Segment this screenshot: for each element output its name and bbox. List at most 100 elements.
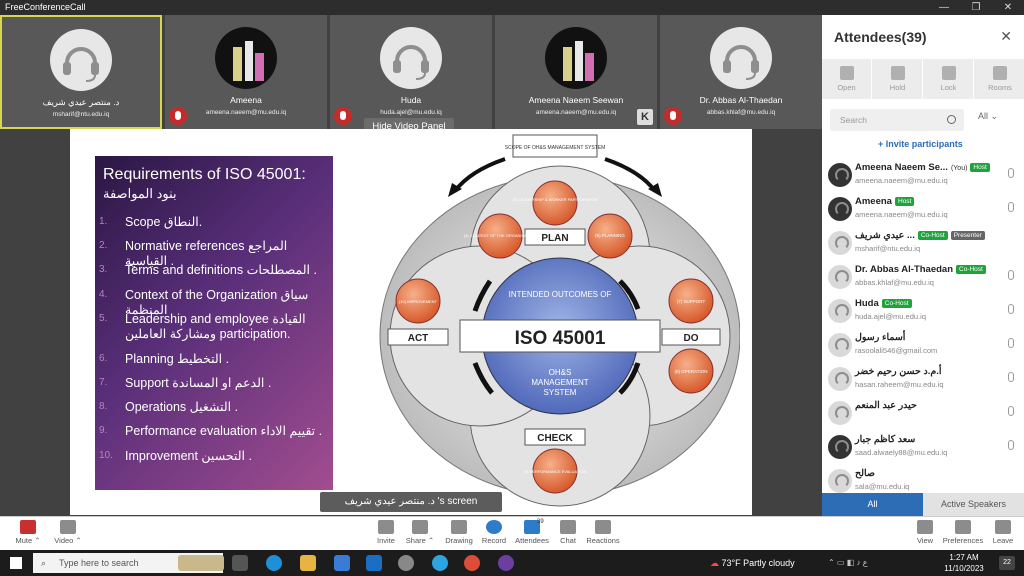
- edge-icon[interactable]: [266, 555, 282, 571]
- share-button[interactable]: Share ⌃: [398, 520, 442, 545]
- weather-widget[interactable]: ☁ 73°F Partly cloudy: [710, 558, 795, 568]
- lock-button[interactable]: Lock: [924, 59, 974, 99]
- list-item[interactable]: أسماء رسول rasoolali546@gmail.com: [826, 329, 1022, 363]
- attendee-tabs: All Active Speakers: [822, 493, 1024, 516]
- view-button[interactable]: View: [903, 520, 947, 545]
- microphone-icon[interactable]: [1008, 270, 1014, 280]
- tab-all[interactable]: All: [822, 493, 923, 516]
- restore-icon[interactable]: ❐: [971, 2, 981, 13]
- list-item: 9.Performance evaluation تقييم الاداء .: [99, 424, 323, 439]
- microphone-icon[interactable]: [1008, 372, 1014, 382]
- list-item[interactable]: Ameena Naeem Se...(You)Host ameena.naeem…: [826, 159, 1022, 193]
- close-window-icon[interactable]: ✕: [1003, 2, 1013, 13]
- search-icon: [947, 115, 956, 124]
- requirements-panel: Requirements of ISO 45001: بنود المواصفة…: [95, 156, 333, 490]
- status-badge: Co-Host: [956, 265, 986, 274]
- view-icon: [917, 520, 933, 534]
- hold-button[interactable]: Hold: [873, 59, 923, 99]
- search-icon: ⌕: [41, 558, 47, 568]
- pdca-diagram: ISO 45001 INTENDED OUTCOMES OF OH&S MANA…: [379, 134, 740, 507]
- lock-icon: [941, 66, 956, 80]
- svg-text:(5) LEADERSHIP & WORKER PARTIC: (5) LEADERSHIP & WORKER PARTICIPATION: [513, 197, 598, 202]
- avatar: [828, 231, 852, 255]
- mail-icon[interactable]: [366, 555, 382, 571]
- file-explorer-icon[interactable]: [300, 555, 316, 571]
- leave-button[interactable]: Leave: [981, 520, 1024, 545]
- close-icon[interactable]: ✕: [1000, 28, 1012, 44]
- task-view-icon[interactable]: [232, 555, 248, 571]
- reactions-button[interactable]: Reactions: [581, 520, 625, 545]
- windows-start-icon[interactable]: [10, 557, 22, 569]
- search-input[interactable]: Search: [830, 109, 964, 131]
- list-item: 10.Improvement التحسين .: [99, 448, 252, 463]
- muted-mic-icon: [664, 107, 682, 125]
- preferences-button[interactable]: Preferences: [941, 520, 985, 545]
- video-tile[interactable]: د. منتصر عيدي شريف msharif@ntu.edu.iq: [0, 15, 162, 129]
- minimize-icon[interactable]: —: [939, 2, 949, 13]
- media-player-icon[interactable]: [498, 555, 514, 571]
- notification-badge[interactable]: 22: [999, 556, 1015, 570]
- profile-photo: [215, 27, 277, 89]
- drawing-button[interactable]: Drawing: [437, 520, 481, 545]
- list-item: 2.Normative references المراجع القياسية …: [99, 239, 288, 269]
- tile-name: د. منتصر عيدي شريف: [42, 97, 120, 107]
- svg-text:MANAGEMENT: MANAGEMENT: [531, 378, 588, 387]
- status-badge: Host: [970, 163, 990, 172]
- svg-text:PLAN: PLAN: [541, 233, 568, 244]
- invite-button[interactable]: Invite: [364, 520, 408, 545]
- gear-icon: [955, 520, 971, 534]
- video-button[interactable]: Video ⌃: [46, 520, 90, 545]
- chat-button[interactable]: Chat: [546, 520, 590, 545]
- list-item[interactable]: أ.م.د حسن رحيم خضر hasan.raheem@mu.edu.i…: [826, 363, 1022, 397]
- headset-avatar-icon: [710, 27, 772, 89]
- system-tray-icons[interactable]: ⌃ ▭ ◧ ♪ ع: [828, 558, 868, 567]
- status-badge: Co-Host: [881, 299, 912, 308]
- list-item[interactable]: صالح sala@mu.edu.iq: [826, 465, 1022, 493]
- rooms-button[interactable]: Rooms: [975, 59, 1024, 99]
- screen-share-caption: د. منتصر عيدي شريف 's screen: [320, 492, 502, 512]
- meeting-toolbar: Mute ⌃ Video ⌃ Invite Share ⌃ Drawing Re…: [0, 516, 1024, 550]
- video-tile[interactable]: Ameena Naeem Seewan ameena.naeem@mu.edu.…: [495, 15, 657, 129]
- svg-text:(9) PERFORMANCE EVALUATION: (9) PERFORMANCE EVALUATION: [524, 469, 587, 474]
- invite-participants-link[interactable]: + Invite participants: [878, 139, 963, 149]
- mute-button[interactable]: Mute ⌃: [6, 520, 50, 545]
- microphone-icon[interactable]: [1008, 304, 1014, 314]
- avatar: [828, 163, 852, 187]
- list-item: 3.Terms and definitions المصطلحات .: [99, 263, 317, 278]
- chrome-icon[interactable]: [464, 555, 480, 571]
- avatar: [828, 367, 852, 391]
- telegram-icon[interactable]: [432, 555, 448, 571]
- taskbar-search-input[interactable]: ⌕ Type here to search: [33, 553, 223, 573]
- avatar: [828, 469, 852, 493]
- microphone-icon[interactable]: [1008, 168, 1014, 178]
- svg-text:ACT: ACT: [408, 333, 429, 344]
- thumbs-up-icon: [595, 520, 611, 534]
- video-tile[interactable]: Ameena ameena.naeem@mu.edu.iq: [165, 15, 327, 129]
- video-tile[interactable]: Dr. Abbas Al-Thaedan abbas.khlaf@mu.edu.…: [660, 15, 822, 129]
- list-item[interactable]: سعد كاظم جبار saad.alwaely88@mu.edu.iq: [826, 431, 1022, 465]
- filter-dropdown[interactable]: All ⌄: [978, 111, 999, 121]
- svg-text:DO: DO: [684, 333, 699, 344]
- microphone-icon: [20, 520, 36, 534]
- microphone-icon[interactable]: [1008, 440, 1014, 450]
- microphone-icon[interactable]: [1008, 406, 1014, 416]
- tab-active-speakers[interactable]: Active Speakers: [923, 493, 1024, 516]
- attendees-panel: Attendees(39) ✕ Open Hold Lock Rooms Sea…: [822, 15, 1024, 516]
- record-button[interactable]: Record: [472, 520, 516, 545]
- conference-app-icon[interactable]: [398, 555, 414, 571]
- taskbar-clock[interactable]: 1:27 AM 11/10/2023: [944, 553, 984, 573]
- tile-email: huda.ajel@mu.edu.iq: [380, 109, 442, 116]
- microphone-icon[interactable]: [1008, 202, 1014, 212]
- store-icon[interactable]: [334, 555, 350, 571]
- open-button[interactable]: Open: [822, 59, 872, 99]
- tile-name: Dr. Abbas Al-Thaedan: [699, 95, 783, 105]
- video-tile[interactable]: Huda huda.ajel@mu.edu.iq: [330, 15, 492, 129]
- list-item[interactable]: حيدر عبد المنعم: [826, 397, 1022, 431]
- microphone-icon[interactable]: [1008, 338, 1014, 348]
- avatar: [828, 333, 852, 357]
